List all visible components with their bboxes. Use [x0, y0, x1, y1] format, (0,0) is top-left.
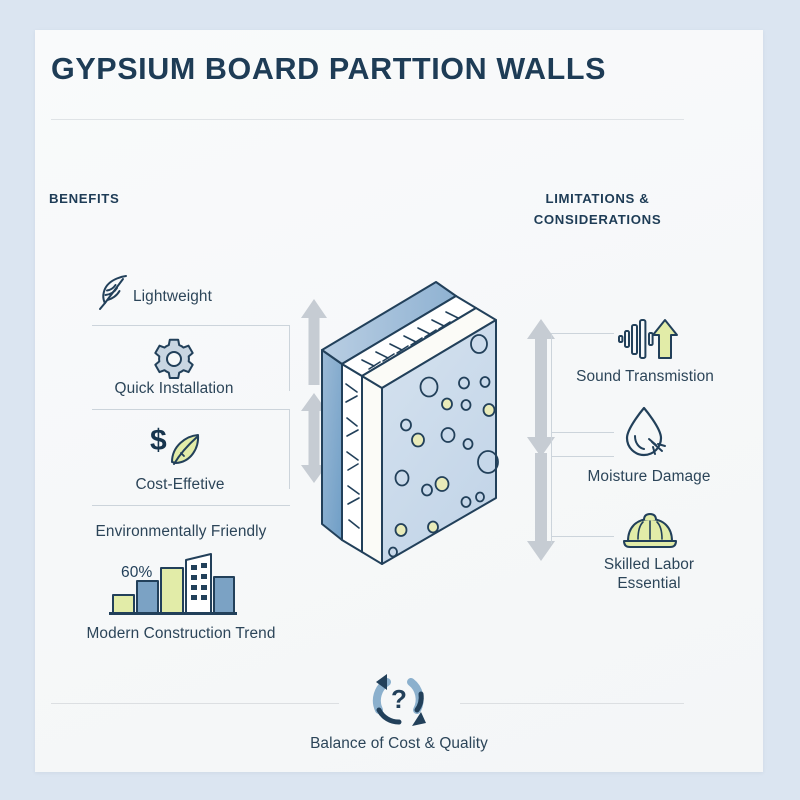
left-double-vertical-arrow: [300, 392, 328, 484]
right-down-arrow: [526, 452, 556, 562]
connector-right-1h: [551, 333, 614, 334]
svg-text:$: $: [150, 424, 167, 457]
limitations-heading-line2: CONSIDERATIONS: [533, 212, 662, 227]
benefit-label-quick-installation: Quick Installation: [114, 380, 234, 397]
dollar-leaf-icon: $: [148, 424, 202, 472]
left-up-arrow: [300, 298, 328, 386]
limitations-heading: LIMITATIONS & CONSIDERATIONS: [510, 188, 685, 230]
limitation-label-moisture-damage: Moisture Damage: [587, 468, 711, 485]
footer-label: Balance of Cost & Quality: [310, 735, 488, 752]
connector-right-4h: [551, 536, 614, 537]
feather-icon: [98, 272, 132, 310]
sound-wave-arrow-icon: [618, 318, 678, 360]
limitation-label-skilled-labor: Skilled Labor Essential: [574, 555, 724, 593]
gypsum-board-layers-isometric: [318, 272, 528, 572]
benefit-label-cost-effective: Cost-Effetive: [135, 476, 225, 493]
connector-line-3h: [92, 505, 290, 506]
benefit-label-lightweight: Lightweight: [133, 288, 212, 305]
skilled-labor-line1: Skilled Labor: [603, 556, 695, 573]
skilled-labor-line2: Essential: [617, 575, 681, 592]
footer-divider-left: [51, 703, 339, 704]
connector-right-3h: [551, 456, 614, 457]
connector-line-2h: [92, 409, 290, 410]
limitation-label-sound-transmission: Sound Transmistion: [576, 368, 714, 385]
connector-right-2h: [551, 432, 614, 433]
footer-divider-right: [460, 703, 684, 704]
water-droplet-icon: [622, 406, 670, 458]
connector-line-1h: [92, 325, 290, 326]
benefit-label-environmentally-friendly: Environmentally Friendly: [95, 523, 267, 540]
connector-right-1v: [551, 333, 552, 461]
circular-arrows-question-icon: ?: [365, 670, 433, 732]
benefit-label-modern-construction-trend: Modern Construction Trend: [86, 625, 276, 642]
page-title: GYPSIUM BOARD PARTTION WALLS: [51, 52, 607, 86]
connector-right-2v: [551, 456, 552, 544]
benefits-heading: BENEFITS: [49, 191, 120, 206]
gear-icon: [153, 338, 195, 380]
chart-value-label: 60%: [121, 564, 153, 581]
right-double-vertical-arrow: [526, 318, 556, 458]
hard-hat-icon: [622, 512, 678, 552]
bar-chart-building-icon: [108, 548, 238, 620]
limitations-heading-line1: LIMITATIONS &: [545, 191, 650, 206]
title-divider: [51, 119, 684, 120]
connector-line-1v: [289, 325, 290, 391]
connector-line-2v: [289, 409, 290, 489]
svg-text:?: ?: [391, 684, 407, 714]
